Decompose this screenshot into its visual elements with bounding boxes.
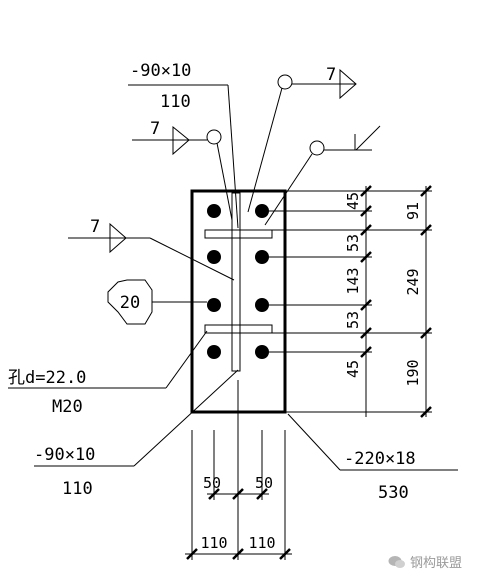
dim-50-right: 50: [255, 474, 273, 492]
top-plate-leader: [128, 84, 239, 229]
dim-143: 143: [344, 267, 362, 294]
bolt-count-bubble: [107, 279, 207, 325]
weld-size-mid-left: 7: [90, 217, 100, 237]
bolt: [255, 204, 269, 218]
bottom-plate-leader: [34, 369, 239, 467]
end-plate-size: -220×18: [344, 449, 416, 469]
bottom-plate-length: 110: [62, 479, 93, 499]
end-plate-leader: [287, 413, 458, 471]
bottom-extension-lines: [191, 380, 286, 560]
site-weld-flag-symbol: [264, 125, 381, 226]
bottom-plate-size: -90×10: [34, 445, 95, 465]
weld-symbol-top-right: [247, 68, 357, 213]
bolt: [255, 298, 269, 312]
right-extension-lines: [268, 190, 432, 413]
hole-diameter-label: 孔d=22.0: [8, 368, 86, 388]
web-stiffener: [231, 192, 241, 372]
dim-53-upper: 53: [344, 234, 362, 252]
bolt-grade-label: M20: [52, 397, 83, 417]
bolt: [207, 204, 221, 218]
lower-stiffener-plate: [204, 324, 273, 334]
weld-size-top-right: 7: [326, 65, 336, 85]
dim-53-lower: 53: [344, 311, 362, 329]
dim-50-left: 50: [203, 474, 221, 492]
watermark-text: 钢构联盟: [410, 556, 463, 571]
dim-45-top: 45: [344, 192, 362, 210]
wechat-icon: [388, 555, 405, 568]
weld-size-upper-left: 7: [150, 119, 160, 139]
dim-110-right: 110: [248, 534, 275, 552]
bottom-dimension-ticks: [186, 488, 291, 560]
bolt: [255, 345, 269, 359]
weld-symbol-upper-left: [132, 125, 233, 221]
bolt: [207, 345, 221, 359]
watermark: 钢构联盟: [388, 552, 462, 571]
right-dimension-ticks: [360, 185, 432, 418]
bolt: [255, 250, 269, 264]
dim-249: 249: [404, 268, 422, 295]
dim-91: 91: [404, 202, 422, 220]
top-plate-size: -90×10: [130, 61, 191, 81]
hole-leader: [8, 330, 208, 389]
dim-190: 190: [404, 359, 422, 386]
bolt: [207, 250, 221, 264]
bolt-group: [207, 204, 269, 359]
dim-110-left: 110: [200, 534, 227, 552]
bolt: [207, 298, 221, 312]
upper-stiffener-plate: [204, 229, 273, 239]
weld-symbol-mid-left: [68, 222, 235, 281]
top-plate-length: 110: [160, 92, 191, 112]
bolt-count-text: 20: [120, 293, 140, 313]
dim-45-bottom: 45: [344, 360, 362, 378]
end-plate-length: 530: [378, 483, 409, 503]
